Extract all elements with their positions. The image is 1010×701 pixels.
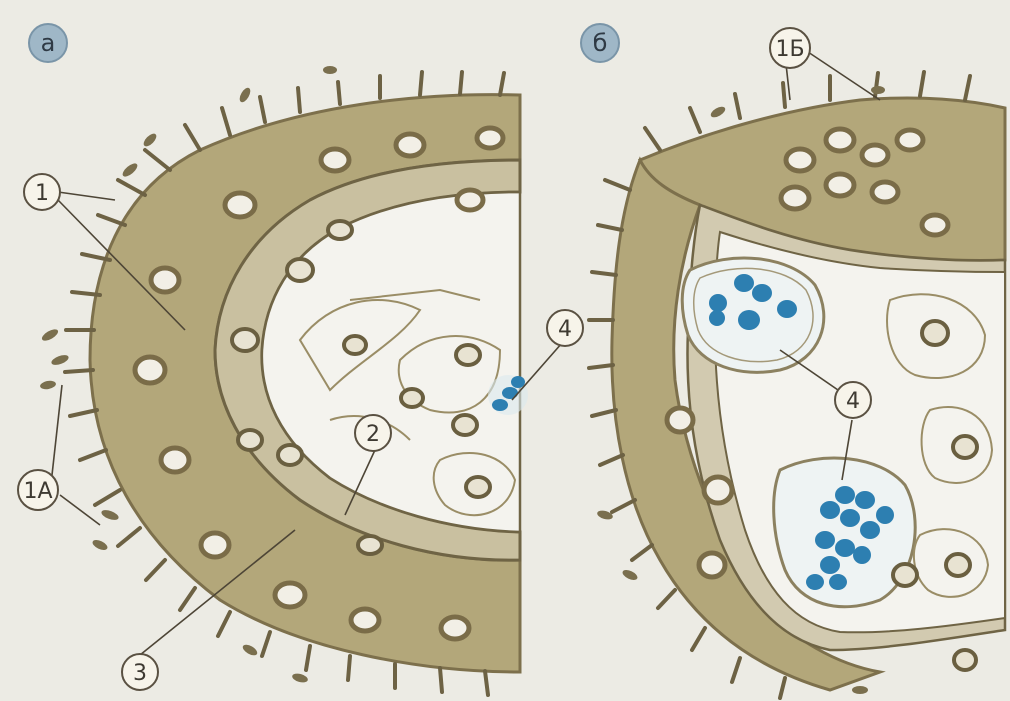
svg-text:б: б [593, 29, 608, 57]
panel-badge-b: б [581, 24, 619, 62]
svg-text:1А: 1А [23, 479, 52, 504]
panel-a: 1 1А 2 3 4 а [18, 24, 583, 695]
svg-text:4: 4 [846, 389, 860, 414]
bacteria-cluster-icon [488, 375, 528, 415]
svg-text:4: 4 [558, 317, 572, 342]
callout-4-a: 4 [547, 310, 583, 346]
callout-1: 1 [24, 174, 60, 210]
callout-1a: 1А [18, 470, 58, 510]
panel-badge-a: а [29, 24, 67, 62]
callout-3: 3 [122, 654, 158, 690]
svg-text:а: а [41, 29, 56, 57]
callout-1b: 1Б [770, 28, 810, 68]
svg-text:3: 3 [133, 661, 147, 686]
svg-text:1Б: 1Б [775, 37, 804, 62]
svg-text:1: 1 [35, 181, 49, 206]
panel-b: 1Б 4 б [581, 24, 1005, 698]
callout-2: 2 [355, 415, 391, 451]
callout-4-b: 4 [835, 382, 871, 418]
svg-text:2: 2 [366, 422, 380, 447]
